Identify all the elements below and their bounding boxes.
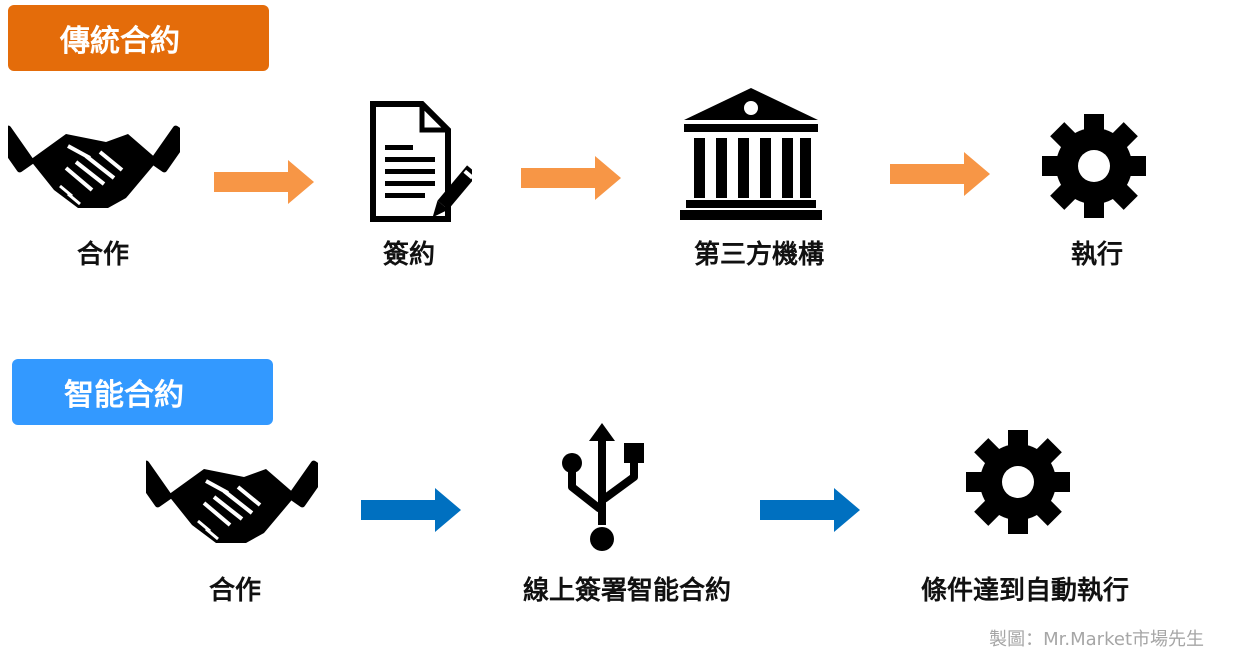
step-label-execute: 執行: [1070, 240, 1124, 270]
bank-building-icon: [680, 88, 822, 220]
step-label-online-sign-smart-contract: 線上簽署智能合約: [522, 576, 732, 606]
contract-pen-icon: [370, 101, 472, 222]
traditional-contract-title: 傳統合約: [8, 5, 269, 71]
traditional-contract-title-text: 傳統合約: [60, 24, 180, 59]
gear-icon: [1042, 114, 1146, 218]
step-label-sign-contract: 簽約: [382, 240, 436, 270]
arrow-icon: [214, 160, 314, 204]
step-label-cooperation: 合作: [76, 240, 130, 270]
smart-contract-title-text: 智能合約: [64, 378, 184, 413]
arrow-icon: [361, 488, 461, 532]
step-label-auto-execute: 條件達到自動執行: [920, 576, 1130, 606]
step-label-third-party: 第三方機構: [693, 240, 825, 270]
handshake-icon: [146, 457, 318, 545]
arrow-icon: [890, 152, 990, 196]
step-label-cooperation: 合作: [208, 576, 262, 606]
gear-icon: [966, 430, 1070, 534]
image-credit: 製圖：Mr.Market市場先生: [989, 629, 1204, 650]
arrow-icon: [760, 488, 860, 532]
usb-icon: [562, 423, 644, 551]
handshake-icon: [8, 122, 180, 210]
arrow-icon: [521, 156, 621, 200]
smart-contract-title: 智能合約: [12, 359, 273, 425]
